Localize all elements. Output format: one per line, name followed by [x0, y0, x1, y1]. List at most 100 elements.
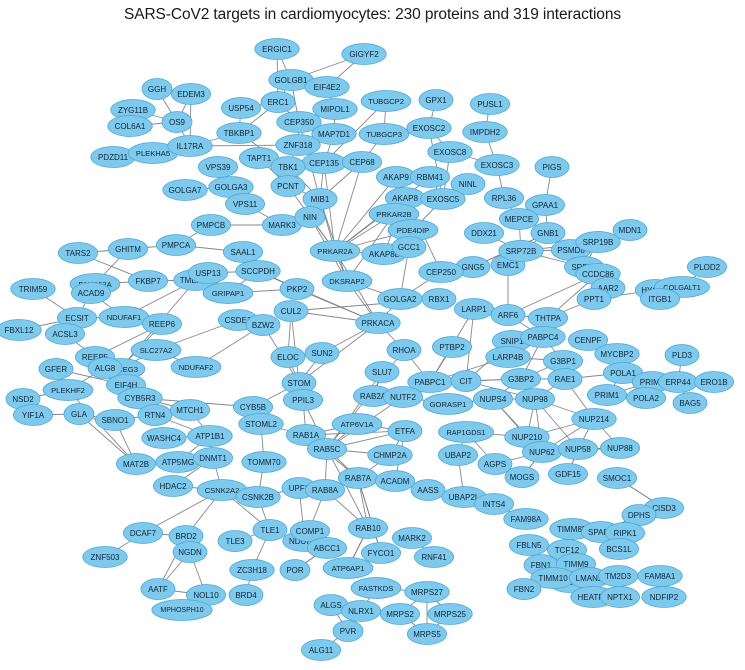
network-node[interactable]: IMPDH2: [462, 121, 508, 143]
network-node[interactable]: RNF41: [413, 546, 455, 568]
network-node[interactable]: NDUFAF1: [98, 306, 150, 328]
network-node[interactable]: YIF1A: [12, 404, 54, 426]
network-node[interactable]: PUSL1: [469, 93, 511, 115]
network-node[interactable]: EXOSC8: [427, 141, 473, 163]
network-node[interactable]: PRKACA: [355, 312, 401, 334]
network-node[interactable]: MAT2B: [115, 453, 157, 475]
network-node[interactable]: AASS: [410, 479, 446, 501]
network-node[interactable]: TBK1: [270, 156, 306, 178]
network-node[interactable]: CIT: [450, 370, 482, 392]
network-node[interactable]: RBX1: [421, 288, 457, 310]
network-node[interactable]: RAB8A: [304, 479, 346, 501]
network-node[interactable]: UBAP2: [437, 444, 479, 466]
network-node[interactable]: RBM41: [409, 166, 451, 188]
network-node[interactable]: DKSRAP2: [321, 270, 373, 292]
network-node[interactable]: PVR: [332, 620, 364, 642]
network-node[interactable]: G3BP2: [500, 368, 542, 390]
network-node[interactable]: SAAL1: [222, 241, 264, 263]
network-node[interactable]: SUN2: [304, 342, 340, 364]
network-node[interactable]: CEP135: [301, 152, 347, 174]
network-node[interactable]: VPS11: [224, 193, 266, 215]
network-node[interactable]: RAE1: [547, 368, 583, 390]
network-node[interactable]: FAM8A1: [637, 565, 683, 587]
network-node[interactable]: ATP5MG: [155, 451, 201, 473]
network-node[interactable]: PMPCA: [155, 234, 197, 256]
network-node[interactable]: NUP214: [571, 408, 617, 430]
network-node[interactable]: TLE1: [252, 519, 288, 541]
network-node[interactable]: GGH: [141, 78, 173, 100]
network-node[interactable]: GHITM: [107, 238, 149, 260]
network-node[interactable]: GFER: [38, 358, 74, 380]
network-node[interactable]: PPT1: [576, 288, 612, 310]
network-node[interactable]: MRPS2: [379, 603, 421, 625]
network-node[interactable]: PLEKHF2: [42, 379, 94, 401]
network-node[interactable]: IL17RA: [167, 135, 213, 157]
network-node[interactable]: MARK2: [391, 527, 433, 549]
network-node[interactable]: TRIM59: [10, 278, 56, 300]
network-node[interactable]: NUP98: [514, 388, 556, 410]
network-node[interactable]: FASTKDS: [350, 577, 402, 599]
network-node[interactable]: OS9: [161, 111, 193, 133]
network-node[interactable]: ETFA: [387, 420, 423, 442]
network-node[interactable]: NGDN: [172, 541, 208, 563]
network-node[interactable]: FBLN5: [508, 534, 550, 556]
network-node[interactable]: PPIL3: [282, 389, 324, 411]
network-node[interactable]: CEP250: [418, 261, 464, 283]
network-node[interactable]: USP54: [220, 97, 262, 119]
network-node[interactable]: BRD4: [228, 584, 264, 606]
network-node[interactable]: POLA2: [625, 387, 667, 409]
network-node[interactable]: RAB5C: [306, 438, 348, 460]
network-node[interactable]: ALG11: [300, 639, 342, 661]
network-node[interactable]: PLD3: [664, 344, 700, 366]
network-node[interactable]: NUP88: [599, 437, 641, 459]
network-node[interactable]: RAB10: [347, 517, 389, 539]
network-node[interactable]: GIGYF2: [341, 43, 387, 65]
network-node[interactable]: BCS1L: [598, 538, 640, 560]
network-node[interactable]: GNB1: [530, 222, 566, 244]
network-node[interactable]: TBKBP1: [216, 122, 262, 144]
network-node[interactable]: TUBGCP2: [360, 90, 412, 112]
network-node[interactable]: NUPS4: [472, 388, 514, 410]
network-node[interactable]: MRPS5: [406, 623, 448, 645]
network-node[interactable]: AATF: [140, 578, 176, 600]
network-node[interactable]: GOLGA7: [162, 179, 208, 201]
network-node[interactable]: SBNO1: [94, 409, 136, 431]
network-node[interactable]: ACSL3: [44, 323, 86, 345]
network-node[interactable]: RTN4: [137, 404, 173, 426]
network-node[interactable]: ATP1B1: [187, 425, 233, 447]
network-node[interactable]: LARP4B: [485, 346, 531, 368]
network-node[interactable]: ERC1: [260, 91, 296, 113]
network-node[interactable]: AKAP9: [375, 166, 417, 188]
network-node[interactable]: POR: [279, 559, 311, 581]
network-node[interactable]: SLU7: [364, 361, 400, 383]
network-node[interactable]: FYCO1: [360, 542, 402, 564]
network-node[interactable]: NLRX1: [340, 600, 382, 622]
network-node[interactable]: PCNT: [270, 175, 306, 197]
network-node[interactable]: PRKAR2A: [309, 240, 361, 262]
network-node[interactable]: ATP6V1A: [331, 413, 383, 435]
network-node[interactable]: ERO1B: [693, 371, 735, 393]
network-node[interactable]: RAB7A: [337, 467, 379, 489]
network-node[interactable]: MIPOL1: [312, 98, 358, 120]
network-node[interactable]: COL6A1: [107, 115, 153, 137]
network-node[interactable]: GCC1: [391, 236, 427, 258]
network-node[interactable]: GPX1: [418, 89, 454, 111]
network-node[interactable]: ZNF318: [275, 134, 321, 156]
network-node[interactable]: PIGS: [534, 156, 570, 178]
network-node[interactable]: ERGIC1: [254, 38, 300, 60]
network-node[interactable]: MTCH1: [169, 399, 211, 421]
network-node[interactable]: TOMM70: [241, 451, 287, 473]
network-node[interactable]: ELOC: [270, 346, 306, 368]
network-node[interactable]: STOML2: [238, 413, 284, 435]
network-node[interactable]: CSNK2B: [235, 486, 281, 508]
network-node[interactable]: MPHOSPH10: [151, 599, 213, 621]
network-node[interactable]: EDEM3: [170, 83, 212, 105]
network-node[interactable]: MRPS27: [404, 581, 450, 603]
network-node[interactable]: SRP19B: [575, 231, 621, 253]
network-node[interactable]: EXOSC2: [406, 117, 452, 139]
network-node[interactable]: REEP6: [141, 313, 183, 335]
network-node[interactable]: ITGB1: [639, 288, 681, 310]
network-node[interactable]: MOGS: [504, 466, 540, 488]
network-node[interactable]: PLOD2: [686, 256, 728, 278]
network-node[interactable]: NDUFAF2: [170, 356, 222, 378]
